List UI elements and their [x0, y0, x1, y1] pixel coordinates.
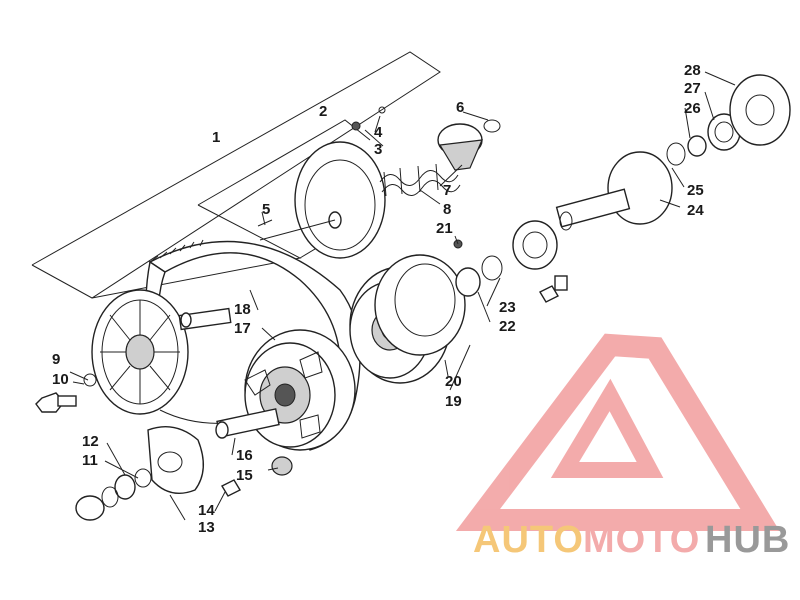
callout-2: 2 [319, 103, 327, 120]
callout-24: 24 [687, 202, 704, 219]
callout-leader-lines [69, 71, 736, 521]
callout-4: 4 [374, 124, 383, 141]
callout-1: 1 [212, 129, 220, 146]
callout-11: 11 [82, 452, 98, 469]
callout-17: 17 [234, 320, 251, 337]
callout-27: 27 [684, 80, 701, 97]
callout-13: 13 [198, 519, 215, 536]
movable-sheave [259, 141, 386, 259]
callout-labels: 1 2 3 4 5 6 7 8 9 10 11 12 13 14 15 16 1… [52, 62, 704, 536]
assembly-bracket-lines [31, 51, 441, 299]
callout-26: 26 [684, 100, 701, 117]
callout-5: 5 [262, 201, 270, 218]
callout-6: 6 [456, 99, 464, 116]
callout-9: 9 [52, 351, 60, 368]
callout-7: 7 [443, 182, 451, 199]
callout-23: 23 [499, 299, 516, 316]
callout-22: 22 [499, 318, 516, 335]
callout-28: 28 [684, 62, 701, 79]
callout-20: 20 [445, 373, 462, 390]
callout-21: 21 [436, 220, 453, 237]
watermark-logo: AUTO MOTO HUB [455, 333, 790, 561]
spider-cap [351, 106, 501, 171]
callout-8: 8 [443, 201, 451, 218]
watermark-triangle [455, 333, 780, 531]
callout-14: 14 [198, 502, 215, 519]
output-shaft-parts [455, 74, 791, 303]
callout-3: 3 [374, 141, 382, 158]
callout-16: 16 [236, 447, 253, 464]
callout-10: 10 [52, 371, 69, 388]
drive-clutch-assembly [215, 329, 356, 451]
driven-clutch-sheave [349, 254, 466, 384]
watermark-moto: MOTO [583, 519, 700, 561]
callout-19: 19 [445, 393, 462, 410]
watermark-hub: HUB [705, 519, 790, 561]
callout-18: 18 [234, 301, 251, 318]
drive-fixed-sheave [91, 289, 232, 415]
small-hardware [35, 219, 463, 521]
callout-25: 25 [687, 182, 704, 199]
callout-15: 15 [236, 467, 253, 484]
watermark-auto: AUTO [473, 519, 584, 561]
callout-12: 12 [82, 433, 99, 450]
